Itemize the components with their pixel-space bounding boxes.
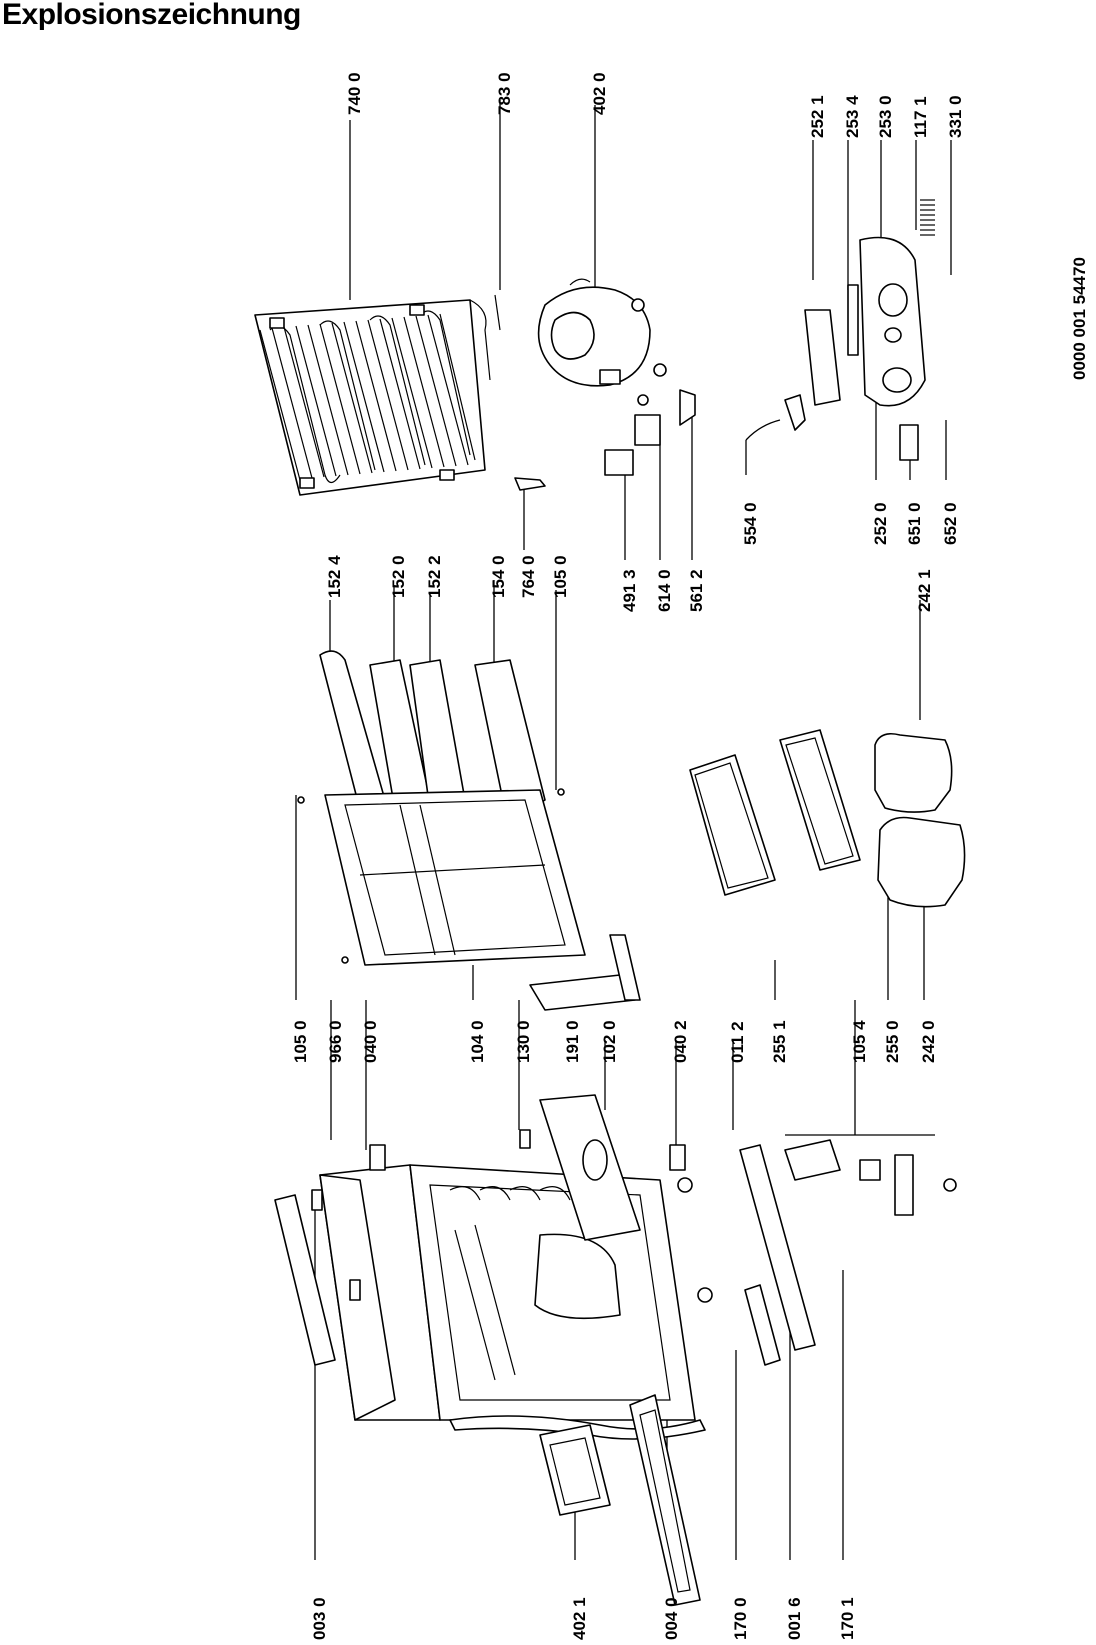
part-label: 331 0 [946,95,965,138]
part-labels: 740 0 783 0 402 0 252 1 253 4 253 0 117 … [291,72,1089,1640]
part-label: 117 1 [911,96,930,138]
document-number: 0000 001 54470 [1070,257,1089,380]
part-label: 255 0 [883,1020,902,1063]
glass-shelves [689,729,861,896]
part-label: 154 0 [489,555,508,598]
part-label: 255 1 [770,1020,789,1063]
part-label: 011 2 [728,1021,747,1063]
fittings [297,788,713,1303]
capillary-pipe [494,294,501,331]
hinge-set [784,1134,957,1216]
part-label: 102 0 [600,1020,619,1063]
part-label: 105 0 [551,555,570,598]
part-label: 966 0 [326,1020,345,1063]
part-label: 130 0 [514,1020,533,1063]
part-label: 402 0 [590,72,609,115]
part-label: 614 0 [655,569,674,612]
part-label: 191 0 [563,1020,582,1063]
part-label: 402 1 [570,1597,589,1640]
part-label: 253 4 [843,95,862,138]
part-label: 170 0 [731,1597,750,1640]
starter-relay [514,389,696,491]
part-label: 764 0 [519,555,538,598]
hinge-plate [744,1284,781,1366]
part-label: 001 6 [785,1597,804,1640]
part-label: 003 0 [310,1597,329,1640]
compressor-tray [539,1424,611,1516]
inner-door-panel [324,789,641,1011]
part-label: 170 1 [838,1597,857,1640]
part-label: 152 4 [325,555,344,598]
part-label: 783 0 [495,72,514,115]
freezer-flap [539,1094,641,1241]
top-cover [274,1189,361,1366]
thermostat-assembly [784,199,935,461]
part-label: 740 0 [345,72,364,115]
part-label: 253 0 [876,95,895,138]
door-balconies [319,650,546,816]
page-title: Explosionszeichnung [2,0,301,31]
part-label: 104 0 [468,1020,487,1063]
part-label: 651 0 [905,502,924,545]
compressor [537,278,667,406]
bottom-rail [629,1394,701,1606]
part-label: 554 0 [741,502,760,545]
part-label: 105 0 [291,1020,310,1063]
part-label: 252 1 [808,95,827,138]
part-label: 040 0 [361,1020,380,1063]
part-label: 152 0 [389,555,408,598]
part-label: 561 2 [687,569,706,612]
condenser-grid [254,299,491,496]
part-label: 152 2 [425,555,444,598]
part-label: 004 0 [662,1597,681,1640]
part-label: 252 0 [871,502,890,545]
vegetable-crispers [874,732,966,908]
part-label: 040 2 [671,1020,690,1063]
part-label: 242 0 [919,1020,938,1063]
door-seal-strip [739,1144,816,1351]
part-label: 491 3 [620,569,639,612]
part-label: 652 0 [941,502,960,545]
part-label: 105 4 [850,1020,869,1063]
part-label: 242 1 [915,569,934,612]
